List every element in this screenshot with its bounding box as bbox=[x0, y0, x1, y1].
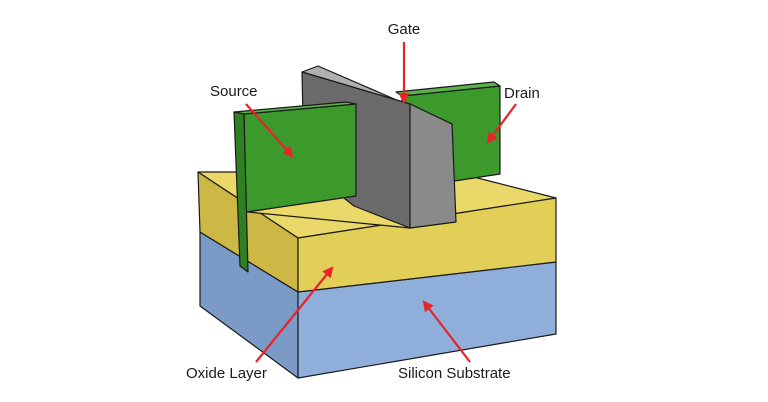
source-thin-edge bbox=[233, 111, 249, 273]
silicon-substrate-arrow bbox=[422, 300, 471, 363]
source-label: Source bbox=[210, 83, 258, 100]
silicon-substrate-label: Silicon Substrate bbox=[398, 365, 511, 382]
gate-front-face bbox=[409, 103, 457, 229]
gate-label: Gate bbox=[388, 21, 421, 38]
oxide-layer-arrow bbox=[255, 266, 334, 363]
oxide-front-face bbox=[297, 197, 557, 293]
source-arrow bbox=[245, 103, 294, 158]
drain-arrow bbox=[486, 103, 517, 144]
source-fin bbox=[233, 101, 357, 273]
drain-label: Drain bbox=[504, 85, 540, 102]
oxide-layer-label: Oxide Layer bbox=[186, 365, 267, 382]
